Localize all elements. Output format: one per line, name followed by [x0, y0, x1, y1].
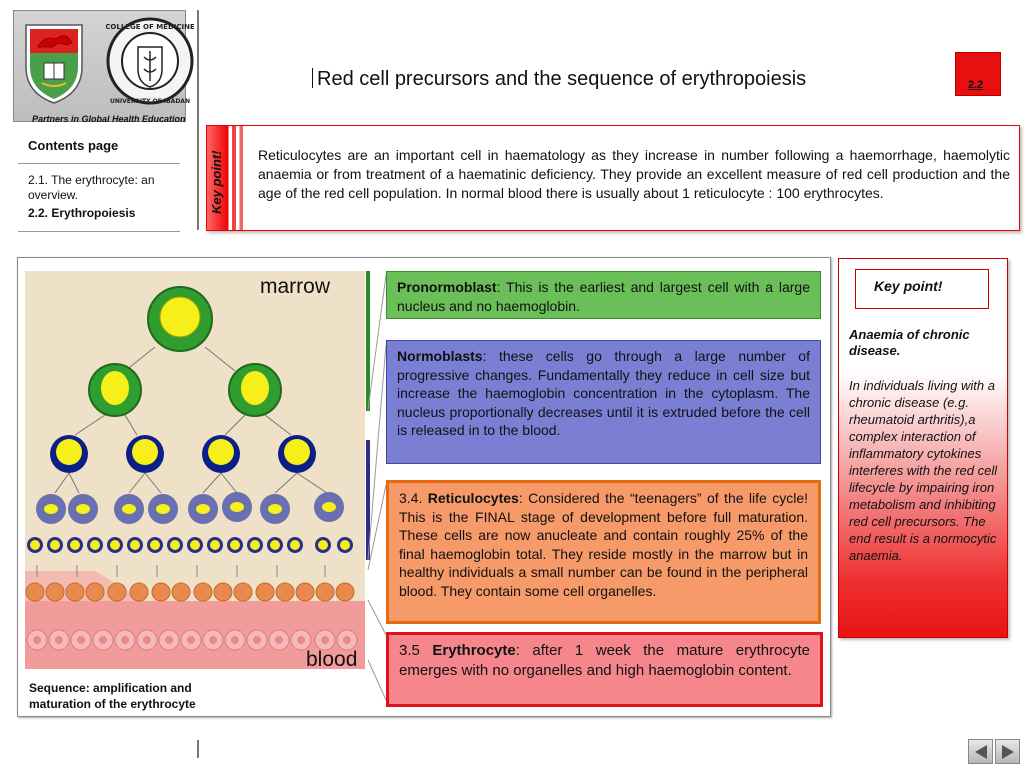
page-title: Red cell precursors and the sequence of … [312, 68, 806, 91]
stage-name: Pronormoblast [397, 279, 497, 295]
arrow-right-icon [1002, 745, 1014, 759]
key-point-reticulocytes: Key point! Reticulocytes are an importan… [206, 125, 1020, 231]
polychromatic-normoblast-row [50, 435, 316, 473]
erythrocyte-description: 3.5 Erythrocyte: after 1 week the mature… [386, 632, 823, 707]
key-point-label: Key point! [874, 278, 943, 294]
college-seal-logo: COLLEGE OF MEDICINE UNIVERSITY OF IBADAN [106, 17, 194, 105]
stage-name: Reticulocytes [427, 490, 519, 506]
logo-caption: Partners in Global Health Education [32, 114, 186, 124]
university-shield-logo [25, 24, 83, 104]
key-point-label: Key point! [209, 150, 224, 214]
vertical-divider-top [197, 10, 199, 230]
key-point-anaemia: Key point! Anaemia of chronic disease. I… [838, 258, 1008, 638]
reticulocytes-description: 3.4. Reticulocytes: Considered the “teen… [386, 480, 821, 624]
previous-slide-button[interactable] [968, 739, 993, 764]
vertical-divider-bottom [197, 740, 199, 758]
key-point-tab: Key point! [207, 126, 243, 230]
key-point-text: Reticulocytes are an important cell in h… [258, 147, 1010, 201]
title-cursor-bar [312, 68, 313, 88]
late-normoblast-row [27, 537, 353, 553]
page-number: 2.2 [968, 79, 984, 91]
next-slide-button[interactable] [995, 739, 1020, 764]
erythropoiesis-diagram [25, 271, 365, 669]
page-number-badge: 2.2 [955, 52, 1001, 96]
blood-label: blood [306, 648, 358, 671]
stage-name: Erythrocyte [432, 642, 516, 659]
normoblasts-description: Normoblasts: these cells go through a la… [386, 340, 821, 464]
key-point-text: In individuals living with a chronic dis… [849, 378, 998, 563]
svg-text:UNIVERSITY OF IBADAN: UNIVERSITY OF IBADAN [110, 98, 190, 105]
arrow-left-icon [975, 745, 987, 759]
contents-title: Contents page [28, 138, 119, 153]
extrusion-ticks [36, 565, 326, 577]
contents-divider [18, 163, 180, 164]
lineage-connectors [54, 346, 328, 494]
normoblast-stage-bar [366, 440, 370, 560]
logo-panel: COLLEGE OF MEDICINE UNIVERSITY OF IBADAN… [13, 10, 194, 124]
svg-text:COLLEGE OF MEDICINE: COLLEGE OF MEDICINE [106, 23, 194, 31]
contents-item-erythrocyte-overview[interactable]: 2.1. The erythrocyte: an overview. [28, 173, 155, 202]
pronormoblast-stage-bar [366, 271, 370, 411]
contents-divider [18, 231, 180, 232]
slide-navigation [968, 739, 1020, 765]
erythrocyte-row [26, 629, 358, 651]
stage-name: Normoblasts [397, 348, 483, 364]
reticulocyte-row [25, 582, 355, 602]
pronormoblast-description: Pronormoblast: This is the earliest and … [386, 271, 821, 319]
stage-connectors [367, 274, 387, 701]
marrow-label: marrow [260, 275, 331, 298]
key-point-subtitle: Anaemia of chronic disease. [849, 327, 970, 358]
key-point-header: Key point! [855, 269, 989, 309]
contents-item-erythropoiesis[interactable]: 2.2. Erythropoiesis [28, 206, 136, 220]
page-title-text: Red cell precursors and the sequence of … [317, 68, 807, 90]
diagram-caption: Sequence: amplification and maturation o… [29, 681, 196, 711]
